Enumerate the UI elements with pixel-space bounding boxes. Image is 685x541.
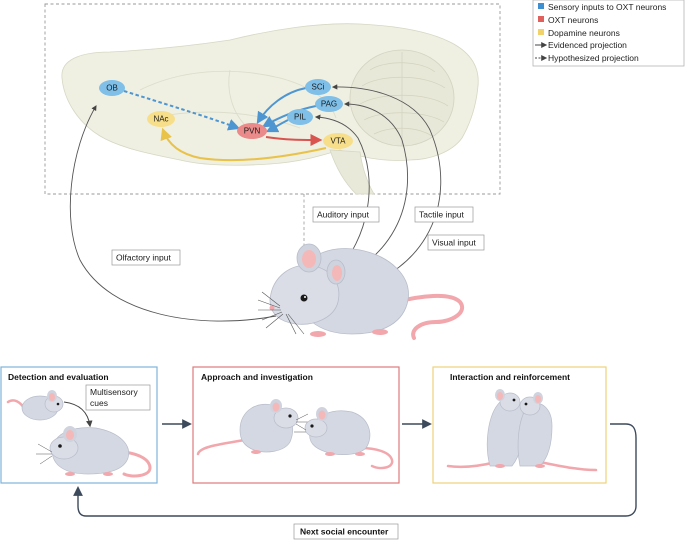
arrow-ob-pvn — [123, 90, 241, 131]
input-label-auditory: Auditory input — [312, 206, 380, 223]
curve-olfactory — [69, 105, 277, 322]
svg-text:Olfactory input: Olfactory input — [116, 253, 171, 263]
legend-label-oxt: OXT neurons — [548, 15, 598, 25]
node-nac: NAc — [147, 111, 175, 127]
panel-interaction-title: Interaction and reinforcement — [450, 372, 570, 382]
svg-text:Tactile input: Tactile input — [419, 210, 465, 220]
panel-approach — [192, 366, 400, 484]
svg-text:SCi: SCi — [312, 83, 325, 92]
arrow-pvn-vta — [265, 133, 323, 146]
legend-label-sensory: Sensory inputs to OXT neurons — [548, 2, 666, 12]
node-pil: PIL — [287, 109, 313, 125]
svg-text:Visual input: Visual input — [432, 238, 476, 248]
input-label-olfactory: Olfactory input — [111, 249, 181, 266]
input-label-visual: Visual input — [427, 234, 485, 251]
loop-label: Next social encounter — [300, 527, 389, 537]
node-sci: SCi — [305, 79, 331, 95]
loop-label-box: Next social encounter — [293, 523, 399, 540]
legend: Sensory inputs to OXT neurons OXT neuron… — [532, 0, 685, 67]
svg-text:cues: cues — [90, 398, 108, 408]
input-label-tactile: Tactile input — [414, 206, 474, 223]
legend-swatch-dopamine — [538, 29, 544, 35]
brain-illustration — [61, 23, 479, 195]
svg-text:Multisensory: Multisensory — [90, 387, 138, 397]
svg-text:Auditory input: Auditory input — [317, 210, 370, 220]
svg-text:VTA: VTA — [331, 137, 347, 146]
brain-frame — [44, 3, 501, 195]
arrow-vta-nac — [160, 127, 327, 162]
node-pvn: PVN — [237, 123, 267, 139]
node-vta: VTA — [323, 133, 353, 149]
approach-mice-illustration — [196, 399, 394, 470]
svg-text:OB: OB — [106, 84, 118, 93]
loop-arrow-next-encounter — [73, 423, 637, 517]
arrow-pil-pvn — [265, 119, 289, 133]
panel-approach-title: Approach and investigation — [201, 372, 313, 382]
svg-text:PAG: PAG — [321, 100, 337, 109]
panel-detection-callout: Multisensory cues — [85, 384, 151, 411]
svg-text:PIL: PIL — [294, 113, 307, 122]
svg-text:PVN: PVN — [244, 127, 261, 136]
node-ob: OB — [99, 80, 125, 96]
legend-swatch-sensory — [538, 3, 544, 9]
detection-cue-arrow — [63, 401, 93, 428]
legend-label-dopamine: Dopamine neurons — [548, 28, 620, 38]
legend-swatch-oxt — [538, 16, 544, 22]
arrow-sci-pvn — [256, 87, 307, 125]
panel-detection-title: Detection and evaluation — [8, 372, 109, 382]
legend-label-hypothesized: Hypothesized projection — [548, 53, 639, 63]
detection-mice-illustration — [6, 390, 152, 478]
node-pag: PAG — [315, 96, 343, 112]
interaction-mice-illustration — [446, 389, 598, 472]
curve-auditory — [314, 114, 370, 273]
svg-text:NAc: NAc — [153, 115, 168, 124]
central-mouse-illustration — [257, 243, 464, 340]
legend-label-evidenced: Evidenced projection — [548, 40, 627, 50]
